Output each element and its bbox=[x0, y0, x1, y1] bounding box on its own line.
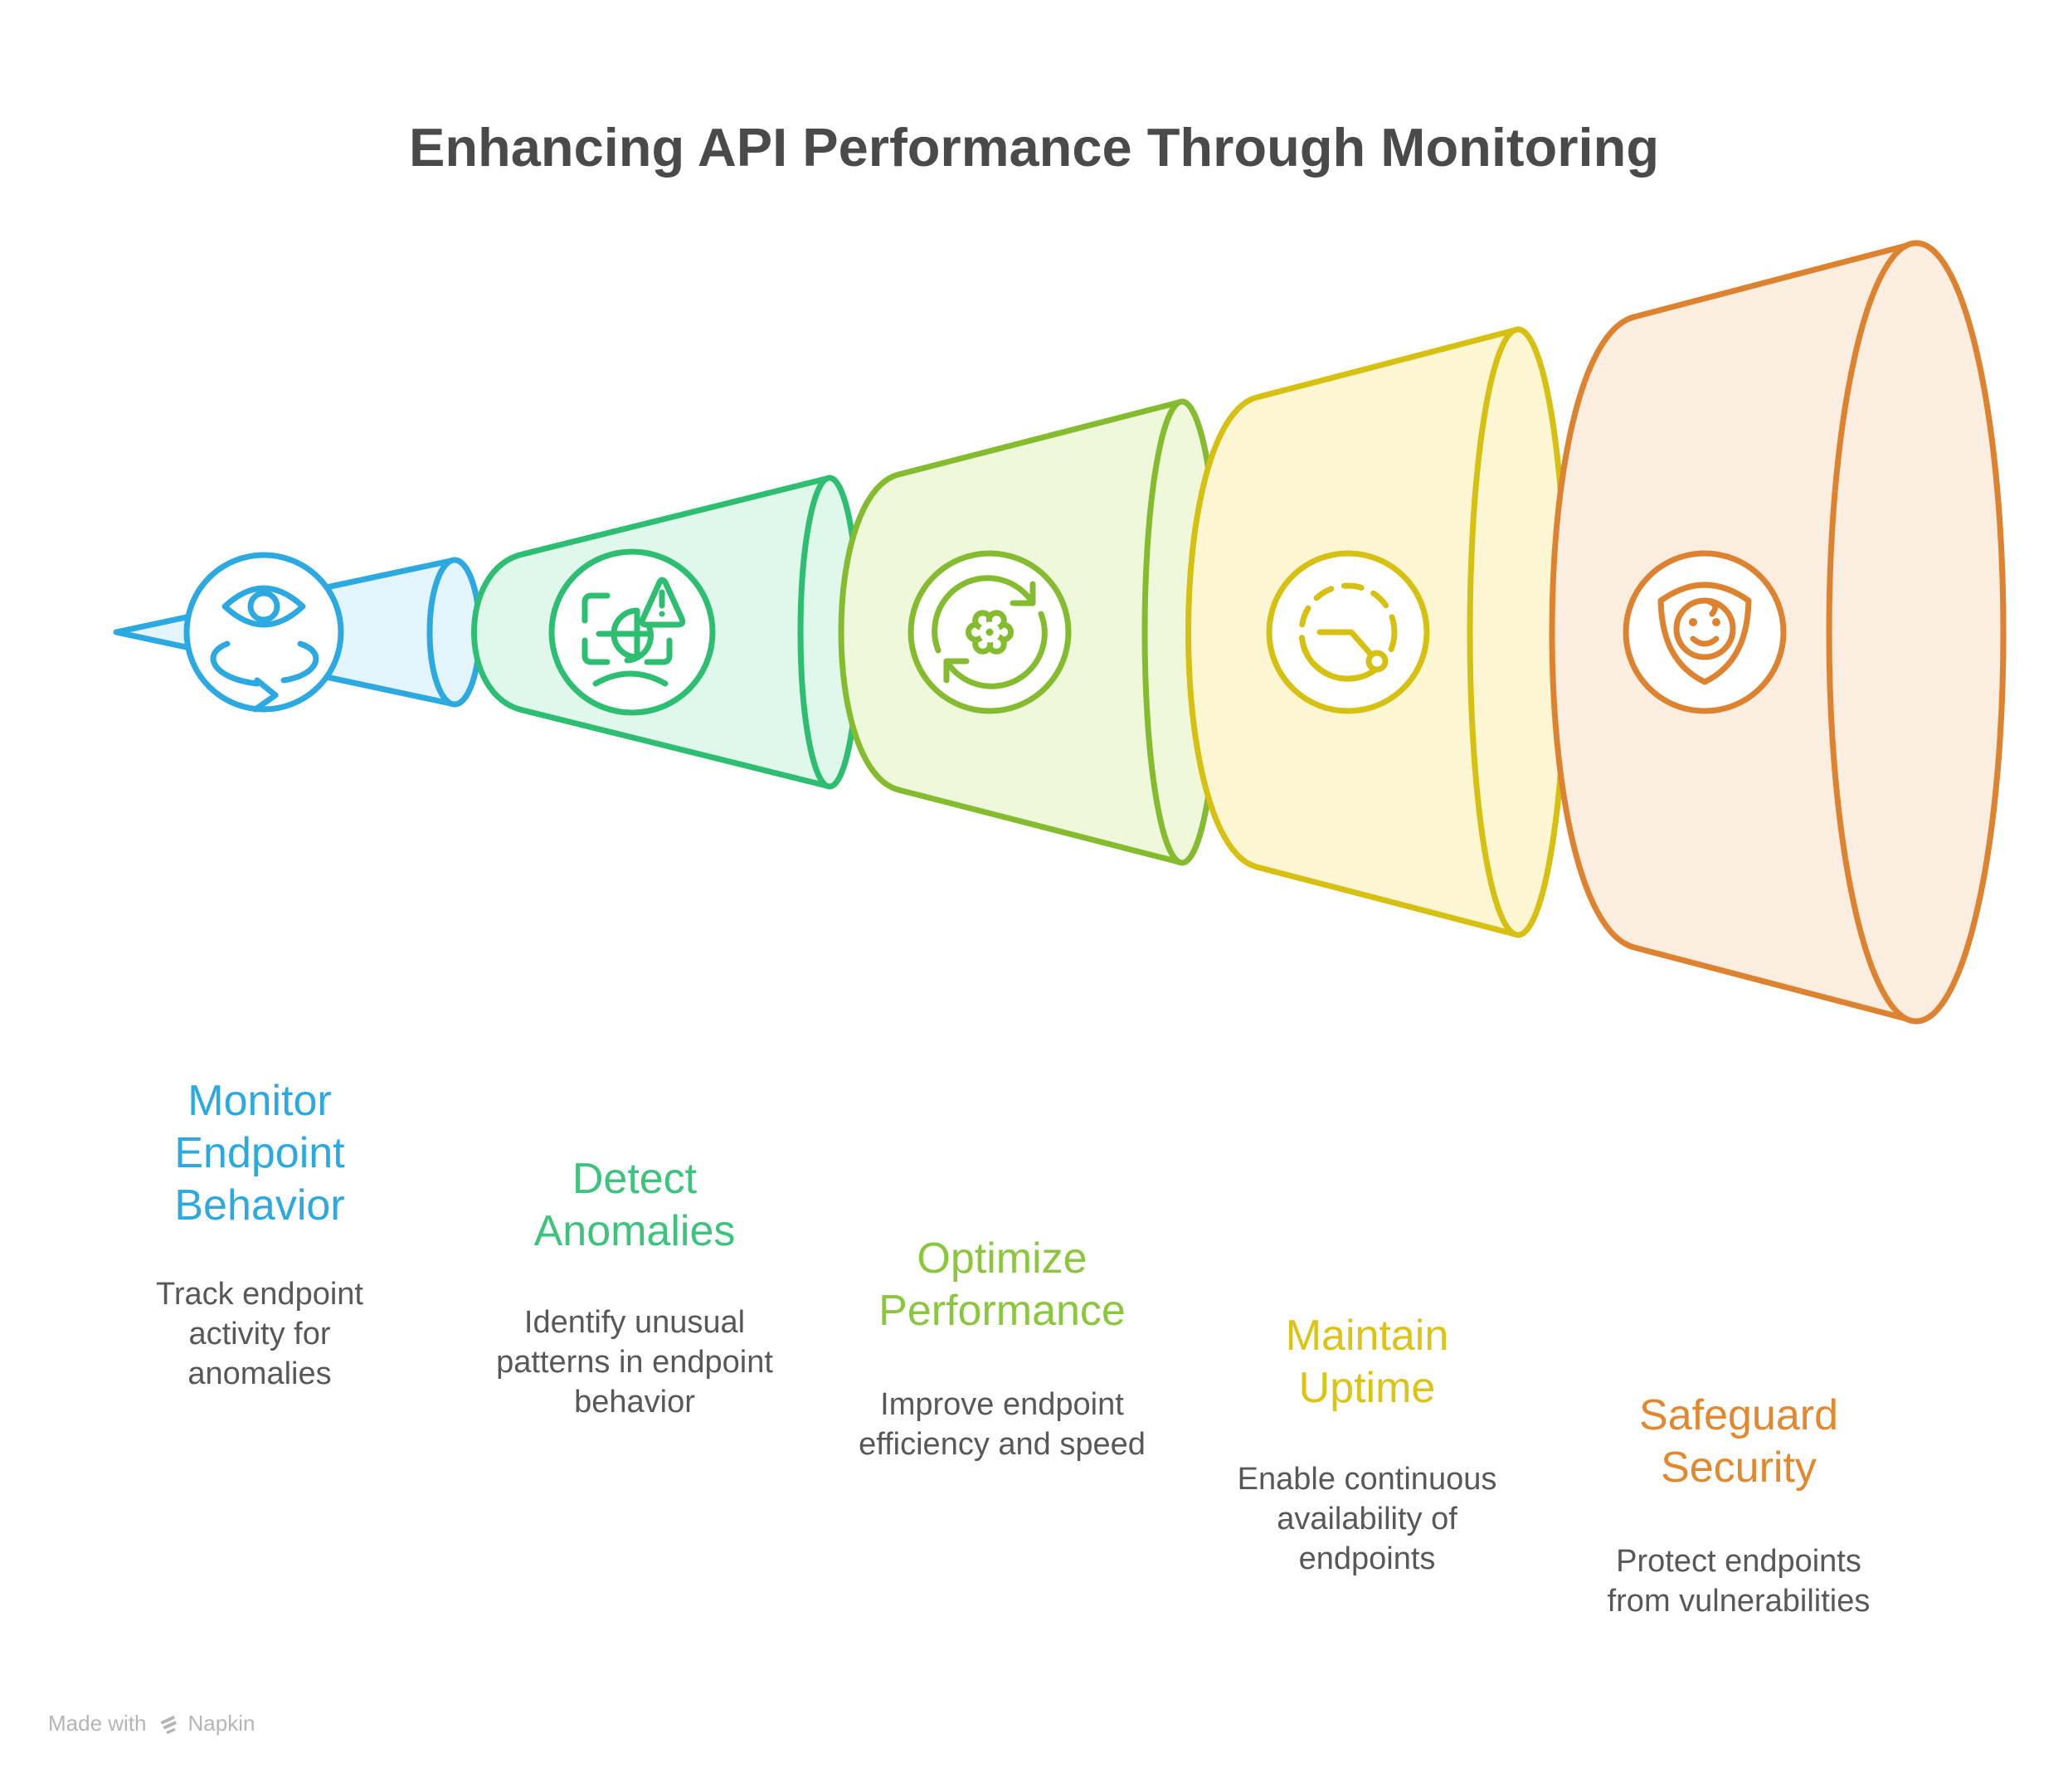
funnel-segment-uptime bbox=[1185, 326, 1569, 938]
eye-rotation-icon bbox=[210, 585, 319, 713]
stage-heading-detect: Detect Anomalies bbox=[444, 1153, 825, 1258]
description-line: activity for bbox=[188, 1317, 331, 1351]
napkin-logo-icon bbox=[160, 1715, 177, 1734]
description-line: endpoints bbox=[1298, 1541, 1436, 1576]
heading-line: Detect bbox=[572, 1155, 698, 1203]
gauge-icon bbox=[1298, 582, 1398, 682]
description-line: behavior bbox=[574, 1385, 695, 1419]
description-line: Track endpoint bbox=[156, 1277, 363, 1312]
description-line: patterns in endpoint bbox=[496, 1345, 773, 1380]
description-line: Enable continuous bbox=[1237, 1462, 1497, 1497]
funnel-segment-optimize bbox=[838, 398, 1223, 866]
funnel-cap bbox=[1826, 240, 2007, 1025]
heading-line: Safeguard bbox=[1639, 1391, 1838, 1439]
heading-line: Endpoint bbox=[174, 1129, 345, 1177]
stage-description-uptime: Enable continuous availability of endpoi… bbox=[1176, 1459, 1558, 1579]
icon-circle bbox=[183, 552, 344, 713]
heading-line: Monitor bbox=[187, 1077, 332, 1125]
description-line: Improve endpoint bbox=[880, 1387, 1124, 1422]
description-line: Identify unusual bbox=[523, 1305, 746, 1340]
stage-description-monitor: Track endpoint activity for anomalies bbox=[69, 1274, 450, 1394]
shield-face-icon bbox=[1657, 582, 1752, 685]
stage-description-optimize: Improve endpoint efficiency and speed bbox=[811, 1385, 1193, 1464]
anomaly-scan-icon bbox=[581, 577, 686, 687]
stage-heading-optimize: Optimize Performance bbox=[811, 1233, 1193, 1337]
brand-label: Napkin bbox=[187, 1711, 255, 1736]
description-line: from vulnerabilities bbox=[1607, 1584, 1871, 1619]
funnel-segment-monitor bbox=[113, 552, 483, 713]
heading-line: Security bbox=[1661, 1444, 1817, 1492]
description-line: anomalies bbox=[187, 1356, 332, 1391]
stage-description-security: Protect endpoints from vulnerabilities bbox=[1548, 1541, 1929, 1621]
stage-heading-security: Safeguard Security bbox=[1548, 1390, 1929, 1494]
heading-line: Behavior bbox=[174, 1181, 345, 1230]
stage-description-detect: Identify unusual patterns in endpoint be… bbox=[444, 1303, 825, 1422]
page-title: Enhancing API Performance Through Monito… bbox=[408, 117, 1660, 178]
stage-heading-monitor: Monitor Endpoint Behavior bbox=[69, 1075, 450, 1232]
made-with-label: Made with bbox=[48, 1711, 147, 1736]
description-line: availability of bbox=[1277, 1502, 1457, 1536]
heading-line: Uptime bbox=[1298, 1364, 1436, 1412]
heading-line: Maintain bbox=[1285, 1312, 1449, 1360]
funnel-segment-security bbox=[1549, 240, 2007, 1025]
made-with-napkin-badge: Made with Napkin bbox=[48, 1711, 255, 1736]
stage-heading-uptime: Maintain Uptime bbox=[1176, 1310, 1558, 1415]
heading-line: Performance bbox=[878, 1287, 1126, 1335]
heading-line: Optimize bbox=[917, 1234, 1088, 1283]
gear-refresh-icon bbox=[932, 575, 1048, 689]
description-line: Protect endpoints bbox=[1616, 1544, 1861, 1579]
funnel-segment-detect bbox=[471, 475, 862, 790]
heading-line: Anomalies bbox=[533, 1207, 736, 1255]
description-line: efficiency and speed bbox=[859, 1427, 1146, 1462]
